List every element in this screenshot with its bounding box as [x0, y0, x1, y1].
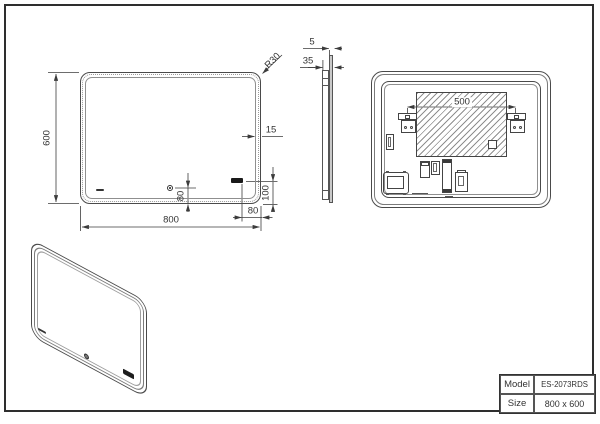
driver-label-area	[387, 176, 404, 189]
dim-80-display-lines	[233, 184, 273, 222]
bracket-plate	[510, 120, 525, 133]
cable-mark	[445, 196, 453, 197]
back-outline-inner	[374, 74, 548, 205]
side-profile-frame	[322, 70, 329, 200]
back-panel	[381, 81, 541, 198]
led-driver-box	[383, 171, 409, 195]
dim-80-sensor-lines	[175, 173, 196, 212]
cable-mark	[412, 193, 428, 194]
dim-100-label: 100	[260, 185, 272, 201]
model-value: ES-2073RDS	[534, 375, 595, 394]
component-module	[431, 161, 440, 175]
driver-tab	[386, 171, 389, 173]
bracket-notch	[514, 115, 519, 119]
side-profile-joint	[322, 85, 329, 86]
dim-15-label: 15	[265, 124, 277, 136]
touch-sensor-icon	[167, 185, 173, 191]
driver-tab	[403, 171, 406, 173]
component-sensor-board	[455, 170, 468, 192]
model-label: Model	[500, 375, 534, 394]
title-block: Model ES-2073RDS Size 800 x 600	[499, 374, 596, 414]
mirror-outline	[80, 72, 261, 204]
dim-5-label: 5	[309, 36, 315, 48]
dim-600-lines	[48, 72, 79, 204]
dim-80-display-label: 80	[247, 205, 259, 217]
dim-800-label: 800	[163, 214, 179, 226]
back-panel-inner	[384, 84, 538, 195]
mounting-bracket-right	[507, 113, 526, 133]
dim-600-label: 600	[41, 130, 53, 146]
driver-tab	[403, 193, 406, 195]
dim-800-lines	[80, 206, 262, 231]
side-profile-joint	[322, 78, 329, 79]
mounting-bracket-left	[398, 113, 417, 133]
power-connector	[386, 134, 394, 150]
component-terminal	[442, 159, 452, 193]
bracket-hole	[513, 126, 516, 129]
back-outline	[371, 71, 551, 208]
bracket-hole	[519, 126, 522, 129]
digital-display-icon	[231, 178, 243, 183]
pad-cutout	[488, 140, 497, 149]
mirror-inner-line	[85, 77, 256, 199]
bracket-hole	[410, 126, 413, 129]
size-label: Size	[500, 394, 534, 413]
led-strip-band	[82, 74, 259, 202]
component-switch	[420, 161, 430, 178]
bracket-notch	[405, 115, 410, 119]
sheet-border	[4, 4, 594, 412]
dim-35-label: 35	[302, 55, 314, 67]
leader-r30	[262, 54, 283, 74]
dim-80-sensor-label: 80	[175, 190, 187, 202]
dim-100-lines	[246, 167, 278, 212]
size-value: 800 x 600	[534, 394, 595, 413]
defogger-indicator	[96, 189, 104, 191]
driver-tab	[386, 193, 389, 195]
side-profile-glass	[329, 55, 333, 203]
bracket-hole	[404, 126, 407, 129]
dim-35-lines	[300, 60, 344, 70]
bracket-plate	[401, 120, 416, 133]
dim-500-label: 500	[452, 96, 472, 108]
side-profile-joint	[322, 190, 329, 191]
